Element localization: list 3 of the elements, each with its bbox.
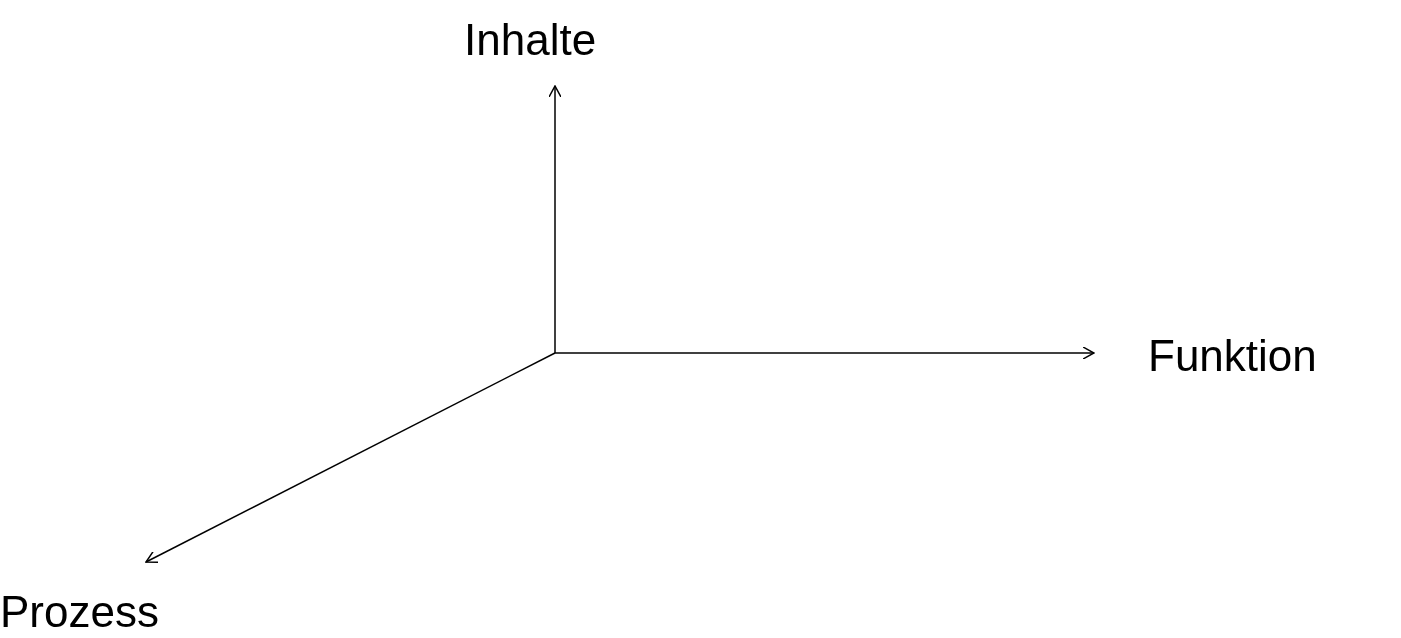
axis-label: Inhalte xyxy=(464,18,597,62)
axis-label: Prozess xyxy=(0,590,159,634)
axis-label: Funktion xyxy=(1148,334,1317,378)
